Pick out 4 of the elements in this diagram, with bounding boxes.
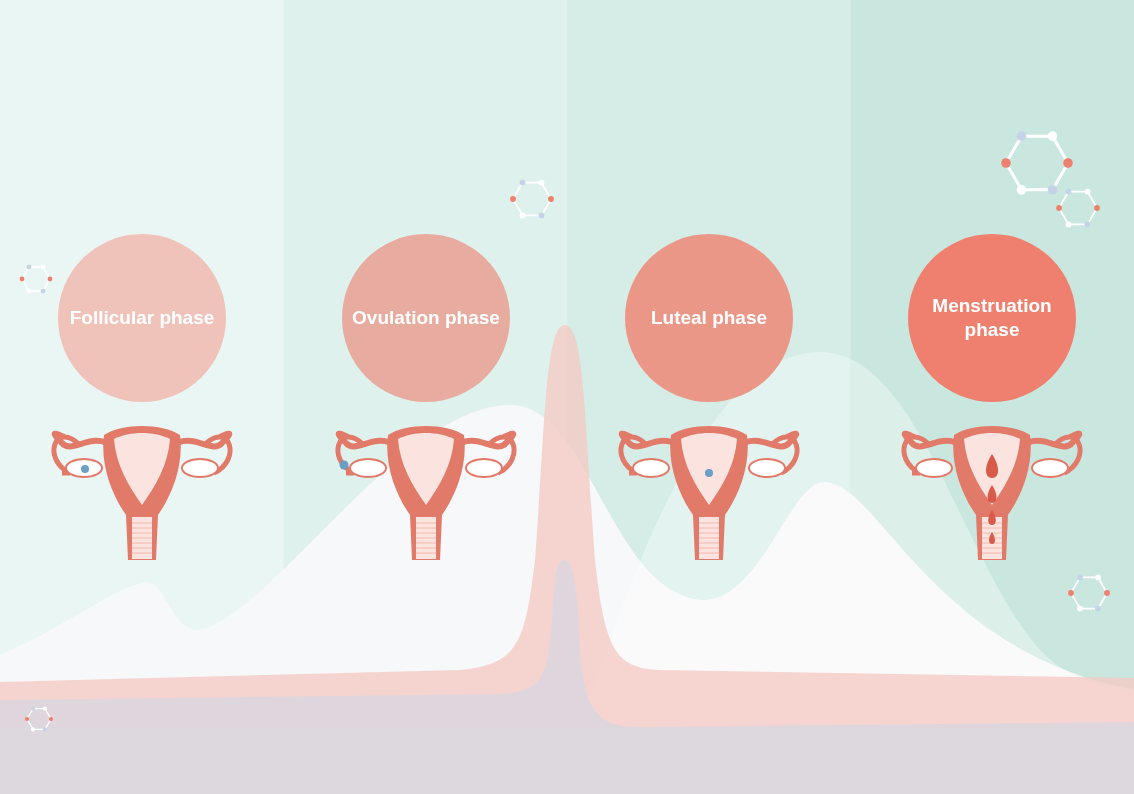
phase-label: Ovulation phase xyxy=(352,306,500,330)
phase-label: Luteal phase xyxy=(650,306,768,330)
phase-label: Menstruation phase xyxy=(931,294,1053,342)
phase-label: Follicular phase xyxy=(69,306,215,330)
